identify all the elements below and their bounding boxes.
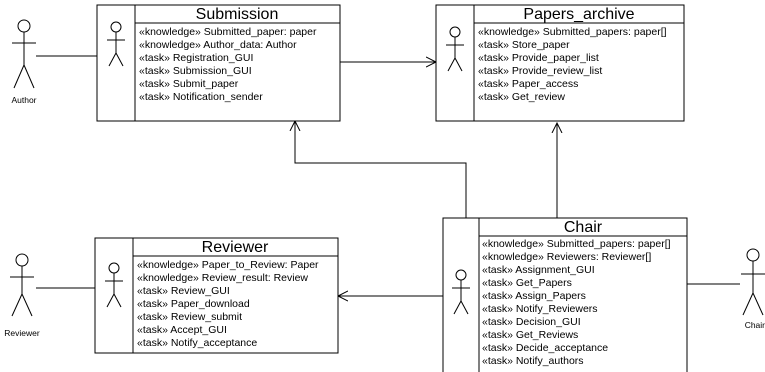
chair-agent-box: Chair «knowledge» Submitted_papers: pape… xyxy=(442,217,688,372)
chair-title: Chair xyxy=(564,219,603,236)
list-item: «task» Get_Reviews xyxy=(482,329,578,341)
submission-agent-box: Submission «knowledge» Submitted_paper: … xyxy=(96,4,341,122)
list-item: «task» Accept_GUI xyxy=(137,324,227,336)
list-item: «task» Notify_authors xyxy=(482,355,584,367)
chair-to-submission-arrow xyxy=(295,121,467,218)
list-item: «task» Submission_GUI xyxy=(139,65,252,77)
list-item: «task» Notify_Reviewers xyxy=(482,303,598,315)
chair-actor-icon xyxy=(741,248,765,316)
chair-actor: Chair xyxy=(741,248,765,330)
list-item: «task» Submit_paper xyxy=(139,78,239,90)
list-item: «knowledge» Reviewers: Reviewer[] xyxy=(482,251,651,263)
chair-lines: «knowledge» Submitted_papers: paper[] «k… xyxy=(482,238,671,367)
papers-archive-agent-box: Papers_archive «knowledge» Submitted_pap… xyxy=(435,4,685,122)
list-item: «task» Get_Papers xyxy=(482,277,572,289)
list-item: «knowledge» Author_data: Author xyxy=(139,39,297,51)
submission-lines: «knowledge» Submitted_paper: paper «know… xyxy=(139,26,317,103)
reviewer-actor: Reviewer xyxy=(4,253,40,338)
list-item: «task» Notify_acceptance xyxy=(137,337,257,349)
list-item: «task» Assignment_GUI xyxy=(482,264,595,276)
list-item: «task» Provide_review_list xyxy=(478,65,602,77)
list-item: «task» Get_review xyxy=(478,91,565,103)
list-item: «task» Paper_access xyxy=(478,78,578,90)
papers-archive-title: Papers_archive xyxy=(523,6,634,23)
chair-actor-label: Chair xyxy=(745,320,765,330)
submission-title: Submission xyxy=(196,6,279,23)
papers-archive-lines: «knowledge» Submitted_papers: paper[] «t… xyxy=(478,26,667,103)
reviewer-title: Reviewer xyxy=(202,239,269,256)
list-item: «knowledge» Submitted_papers: paper[] xyxy=(478,26,667,38)
stick-figure-icon xyxy=(105,262,123,308)
list-item: «task» Decide_acceptance xyxy=(482,342,608,354)
list-item: «knowledge» Submitted_papers: paper[] xyxy=(482,238,671,250)
reviewer-actor-icon xyxy=(10,253,34,317)
list-item: «task» Paper_download xyxy=(137,298,250,310)
list-item: «task» Review_submit xyxy=(137,311,242,323)
list-item: «task» Review_GUI xyxy=(137,285,230,297)
reviewer-actor-label: Reviewer xyxy=(4,328,40,338)
author-actor: Author xyxy=(11,19,37,105)
reviewer-agent-box: Reviewer «knowledge» Paper_to_Review: Pa… xyxy=(94,237,339,354)
list-item: «knowledge» Review_result: Review xyxy=(137,272,308,284)
stick-figure-icon xyxy=(107,21,125,67)
list-item: «task» Provide_paper_list xyxy=(478,52,599,64)
stick-figure-icon xyxy=(446,26,464,72)
list-item: «knowledge» Paper_to_Review: Paper xyxy=(137,259,319,271)
list-item: «knowledge» Submitted_paper: paper xyxy=(139,26,317,38)
list-item: «task» Notification_sender xyxy=(139,91,263,103)
stick-figure-icon xyxy=(452,269,470,315)
author-actor-icon xyxy=(12,19,36,89)
author-actor-label: Author xyxy=(11,95,36,105)
list-item: «task» Registration_GUI xyxy=(139,52,253,64)
list-item: «task» Assign_Papers xyxy=(482,290,586,302)
list-item: «task» Decision_GUI xyxy=(482,316,581,328)
reviewer-lines: «knowledge» Paper_to_Review: Paper «know… xyxy=(137,259,319,349)
list-item: «task» Store_paper xyxy=(478,39,570,51)
